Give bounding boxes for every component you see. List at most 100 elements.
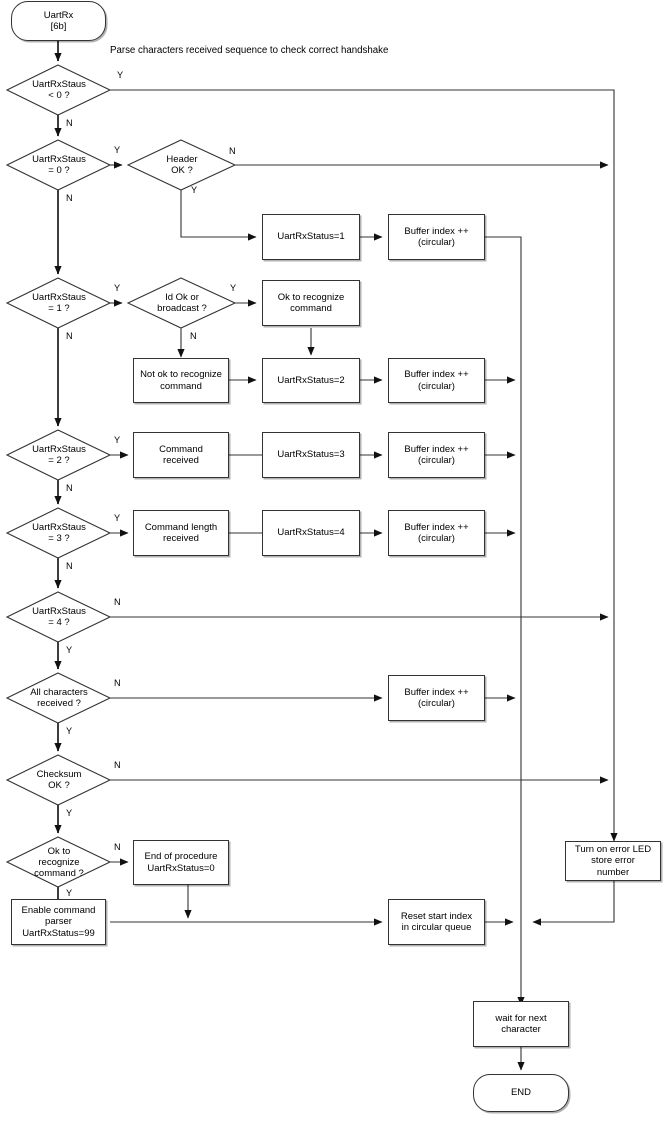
process-uartrxstatus-1: UartRxStatus=1 bbox=[262, 214, 360, 260]
start-label-line2: [6b] bbox=[50, 21, 67, 32]
process-label-line3: UartRxStatus=99 bbox=[22, 927, 95, 939]
decision-label-line1: UartRxStaus bbox=[32, 153, 86, 165]
process-buffer-index-2: Buffer index ++ (circular) bbox=[388, 358, 485, 403]
end-terminator: END bbox=[473, 1074, 569, 1112]
process-label-line1: Buffer index ++ bbox=[404, 369, 469, 380]
process-label: UartRxStatus=3 bbox=[277, 449, 345, 461]
process-label-line1: Ok to recognize bbox=[277, 291, 345, 303]
edge-label-no: N bbox=[66, 483, 73, 493]
edge-label-yes: Y bbox=[66, 726, 73, 736]
edge-label-no: N bbox=[190, 331, 197, 341]
process-label-line2: (circular) bbox=[418, 380, 455, 392]
process-reset-start-index: Reset start index in circular queue bbox=[388, 899, 485, 945]
process-label-line2: received bbox=[163, 455, 199, 466]
decision-label-line3: command ? bbox=[34, 867, 84, 879]
process-ok-to-recognize-command: Ok to recognize command bbox=[262, 280, 360, 326]
decision-label-line1: UartRxStaus bbox=[32, 443, 86, 455]
process-label-line1: Enable command bbox=[21, 904, 96, 916]
decision-label-line1: Checksum bbox=[36, 768, 82, 780]
process-enable-command-parser: Enable command parser UartRxStatus=99 bbox=[11, 899, 106, 945]
edge-label-no: N bbox=[66, 561, 73, 571]
process-label-line1: Command length bbox=[144, 521, 218, 533]
process-label-line1: Turn on error LED bbox=[574, 843, 652, 855]
edge-label-no: N bbox=[66, 118, 73, 128]
process-label-line1: End of procedure bbox=[144, 851, 218, 862]
process-command-received: Command received bbox=[133, 432, 229, 478]
process-label-line2: received bbox=[163, 533, 199, 544]
edge-label-no: N bbox=[66, 331, 73, 341]
edge-label-no: N bbox=[114, 842, 121, 852]
edge-label-no: N bbox=[114, 678, 121, 688]
end-label: END bbox=[510, 1087, 532, 1099]
process-label-line1: Reset start index bbox=[400, 910, 473, 922]
decision-label-line2: = 3 ? bbox=[48, 533, 70, 544]
edge-label-yes: Y bbox=[114, 145, 121, 155]
decision-label-line2: broadcast ? bbox=[157, 303, 207, 314]
process-label-line2: (circular) bbox=[418, 455, 455, 466]
process-label-line2: (circular) bbox=[418, 237, 455, 248]
decision-label-line1: UartRxStaus bbox=[32, 291, 86, 303]
decision-label-line2: = 4 ? bbox=[48, 617, 70, 628]
process-label-line1: Command bbox=[159, 443, 203, 455]
edge-label-no: N bbox=[66, 193, 73, 203]
process-buffer-index-5: Buffer index ++ (circular) bbox=[388, 675, 485, 721]
process-label-line1: Buffer index ++ bbox=[404, 225, 469, 237]
edge-label-no: N bbox=[114, 597, 121, 607]
process-label-line2: parser bbox=[45, 916, 72, 928]
process-label-line1: Not ok to recognize bbox=[140, 369, 222, 380]
process-uartrxstatus-2: UartRxStatus=2 bbox=[262, 358, 360, 403]
decision-uartrxstaus-eq-1: UartRxStaus = 1 ? bbox=[7, 278, 111, 328]
decision-label-line2: < 0 ? bbox=[48, 90, 70, 101]
edge-label-yes: Y bbox=[117, 70, 124, 80]
decision-label-line1: Header bbox=[166, 153, 198, 165]
process-label-line2: command bbox=[160, 380, 202, 392]
diagram-title: Parse characters received sequence to ch… bbox=[110, 45, 389, 56]
process-not-ok-to-recognize-command: Not ok to recognize command bbox=[133, 358, 229, 403]
process-buffer-index-4: Buffer index ++ (circular) bbox=[388, 510, 485, 556]
decision-label-line1: Id Ok or bbox=[165, 291, 199, 303]
process-label: UartRxStatus=1 bbox=[277, 231, 345, 243]
decision-label-line2: = 0 ? bbox=[48, 165, 70, 176]
edge-label-no: N bbox=[229, 146, 236, 156]
process-label-line1: Buffer index ++ bbox=[404, 521, 469, 533]
decision-label-line2: received ? bbox=[37, 698, 81, 709]
process-end-of-procedure: End of procedure UartRxStatus=0 bbox=[133, 840, 229, 885]
process-buffer-index-1: Buffer index ++ (circular) bbox=[388, 214, 485, 260]
decision-label-line2: = 2 ? bbox=[48, 455, 70, 466]
process-label-line3: number bbox=[596, 866, 630, 878]
decision-uartrxstaus-eq-0: UartRxStaus = 0 ? bbox=[7, 140, 111, 190]
process-label: UartRxStatus=4 bbox=[277, 527, 345, 539]
decision-id-ok-or-broadcast: Id Ok or broadcast ? bbox=[128, 278, 236, 328]
process-label-line2: (circular) bbox=[418, 698, 455, 709]
process-wait-for-next-character: wait for next character bbox=[473, 1001, 569, 1047]
process-uartrxstatus-4: UartRxStatus=4 bbox=[262, 510, 360, 556]
decision-label-line1: UartRxStaus bbox=[32, 521, 86, 533]
decision-uartrxstaus-eq-3: UartRxStaus = 3 ? bbox=[7, 508, 111, 558]
decision-label-line1: UartRxStaus bbox=[32, 605, 86, 617]
decision-ok-to-recognize-command: Ok to recognize command ? bbox=[7, 837, 111, 887]
decision-uartrxstaus-lt-0: UartRxStaus < 0 ? bbox=[7, 65, 111, 115]
process-turn-on-error-led: Turn on error LED store error number bbox=[565, 841, 661, 881]
decision-uartrxstaus-eq-2: UartRxStaus = 2 ? bbox=[7, 430, 111, 480]
process-command-length-received: Command length received bbox=[133, 510, 229, 556]
edge-label-yes: Y bbox=[114, 513, 121, 523]
process-uartrxstatus-3: UartRxStatus=3 bbox=[262, 432, 360, 478]
process-buffer-index-3: Buffer index ++ (circular) bbox=[388, 432, 485, 478]
edge-label-yes: Y bbox=[66, 808, 73, 818]
decision-checksum-ok: Checksum OK ? bbox=[7, 755, 111, 805]
decision-label-line2: recognize bbox=[38, 856, 80, 868]
edge-label-no: N bbox=[114, 760, 121, 770]
edge-label-yes: Y bbox=[66, 645, 73, 655]
edge-label-yes: Y bbox=[191, 185, 198, 195]
decision-label-line2: OK ? bbox=[171, 165, 193, 176]
decision-uartrxstaus-eq-4: UartRxStaus = 4 ? bbox=[7, 592, 111, 642]
process-label-line2: store error bbox=[591, 855, 635, 867]
edge-label-yes: Y bbox=[114, 435, 121, 445]
decision-header-ok: Header OK ? bbox=[128, 140, 236, 190]
decision-label-line1: UartRxStaus bbox=[32, 78, 86, 90]
start-label-line1: UartRx bbox=[43, 9, 74, 21]
process-label-line2: in circular queue bbox=[401, 922, 472, 933]
decision-all-characters-received: All characters received ? bbox=[7, 673, 111, 723]
